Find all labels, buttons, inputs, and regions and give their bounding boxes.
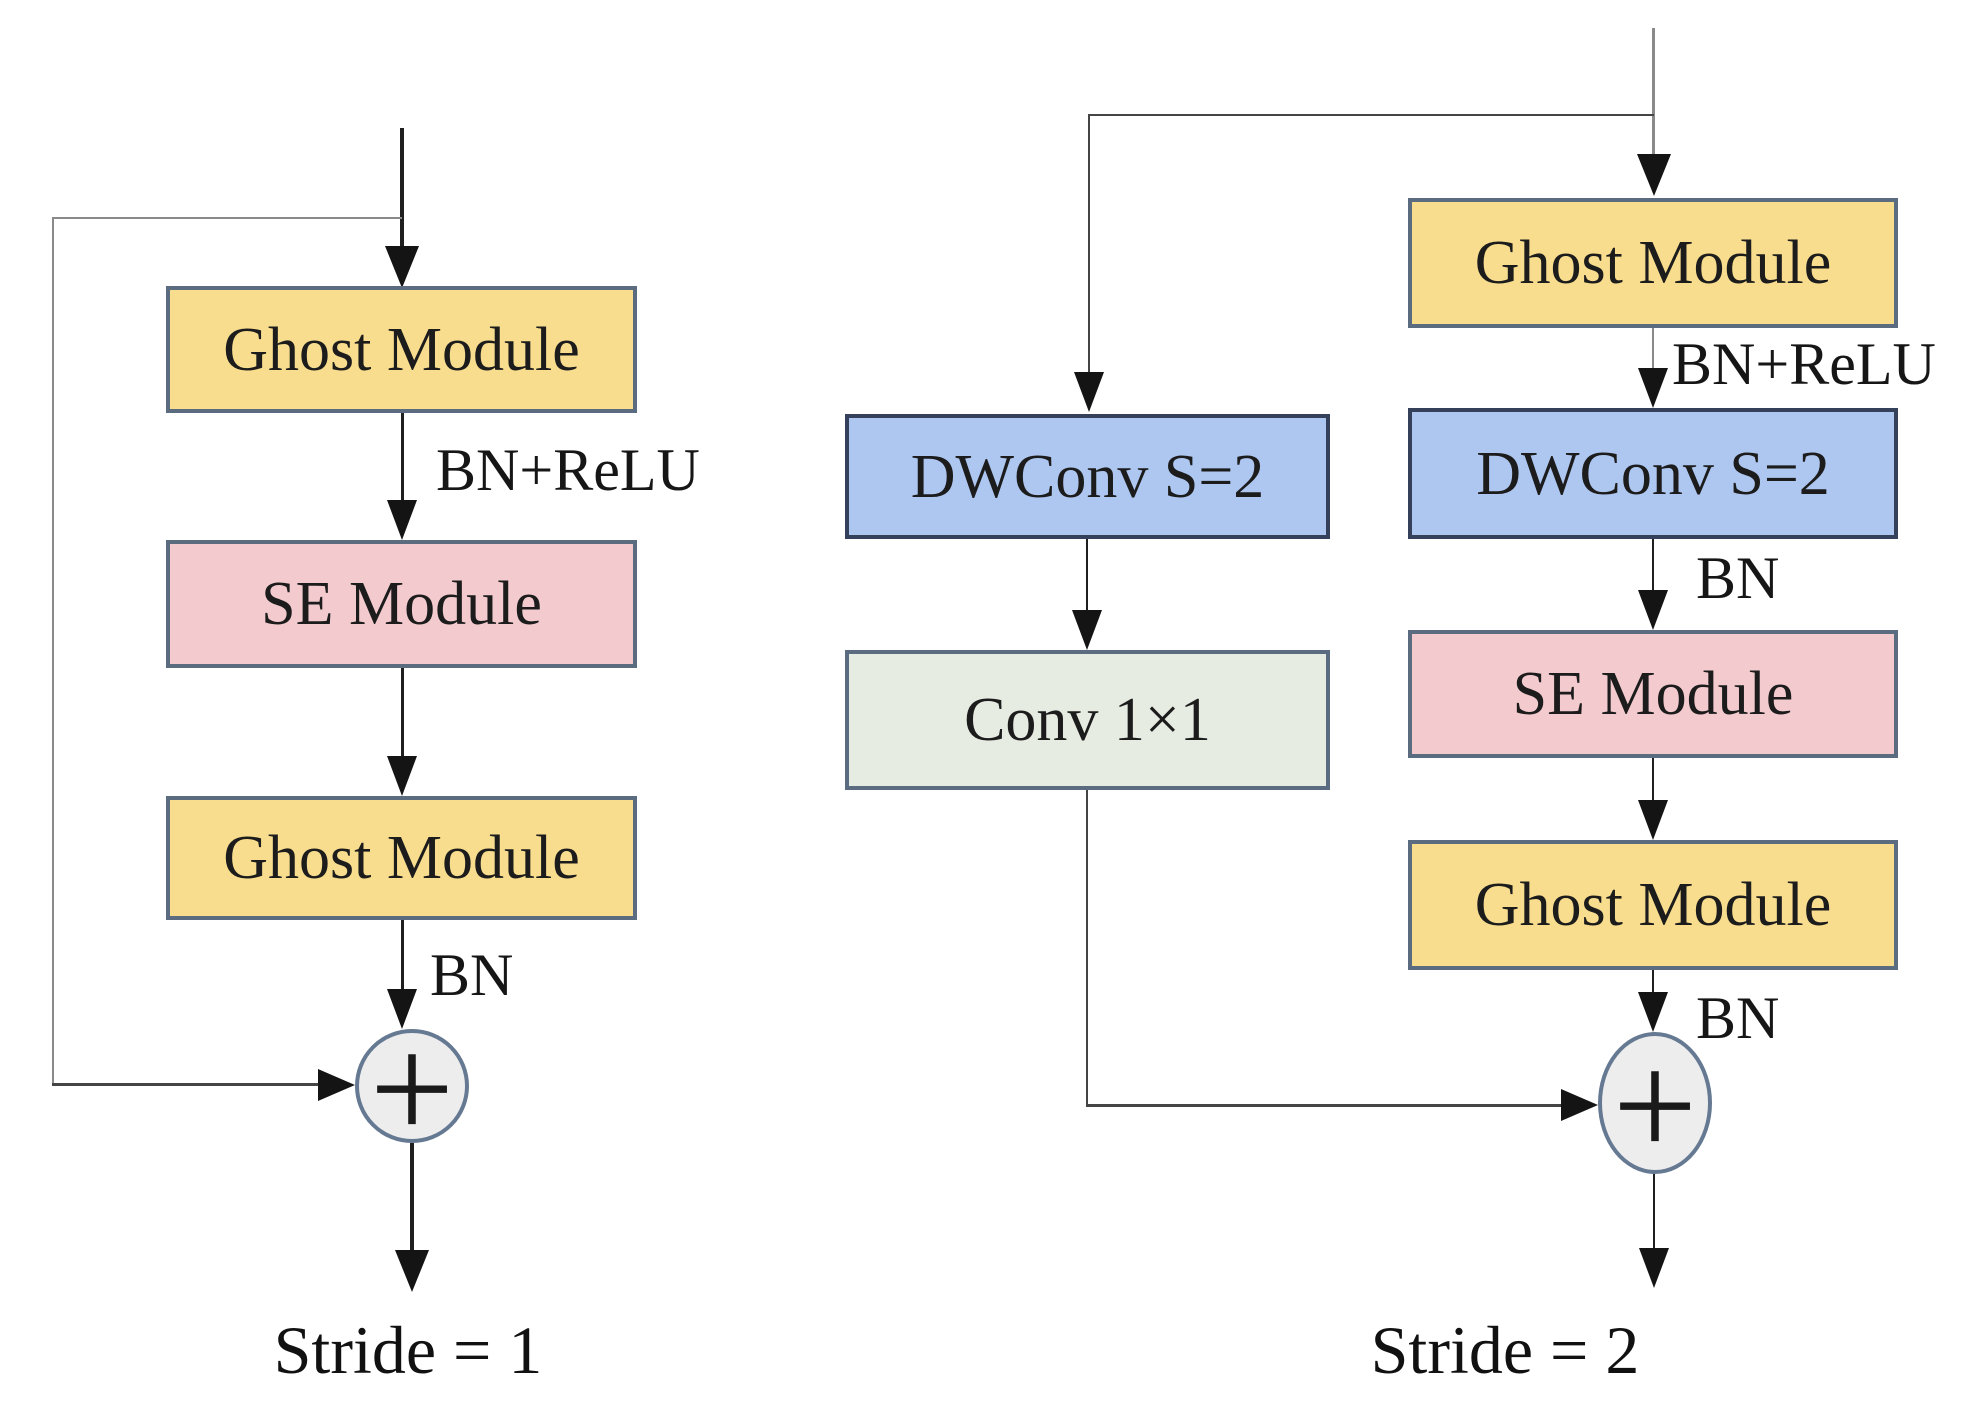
se-module-label: SE Module (1512, 660, 1794, 728)
ghost-module-box: Ghost Module (166, 286, 637, 413)
arrow-down-icon (1639, 1248, 1669, 1288)
arrow-down-icon (1074, 372, 1104, 412)
dwconv-label: DWConv S=2 (910, 442, 1265, 511)
se-module-label: SE Module (261, 570, 542, 638)
arrow-down-icon (387, 989, 417, 1029)
branch-line-down (1086, 790, 1088, 1106)
se-module-box: SE Module (166, 540, 637, 668)
connector-line (401, 668, 404, 756)
bn-relu-label: BN+ReLU (436, 437, 700, 503)
connector-line (1652, 970, 1654, 994)
stride1-caption: Stride = 1 (273, 1312, 543, 1388)
skip-connection-vertical (52, 217, 54, 1085)
arrow-down-icon (387, 500, 417, 540)
skip-connection-top (52, 217, 402, 219)
arrow-down-icon (1638, 368, 1668, 408)
ghost-module-label: Ghost Module (223, 824, 580, 892)
dwconv-label: DWConv S=2 (1476, 439, 1830, 508)
arrow-down-icon (1638, 590, 1668, 630)
ghost-module-box: Ghost Module (166, 796, 637, 920)
arrow-right-icon (318, 1069, 355, 1101)
ghost-module-box: Ghost Module (1408, 840, 1898, 970)
plus-icon: + (1612, 1023, 1698, 1189)
output-line (410, 1143, 414, 1252)
ghost-module-label: Ghost Module (223, 315, 580, 384)
output-line (1653, 1174, 1655, 1250)
input-line (1652, 28, 1655, 158)
add-node: + (355, 1014, 469, 1164)
stride2-caption: Stride = 2 (1370, 1312, 1640, 1388)
ghost-module-box: Ghost Module (1408, 198, 1898, 328)
bn-relu-label: BN+ReLU (1672, 331, 1936, 397)
branch-line-vertical (1088, 114, 1090, 374)
connector-line (1652, 539, 1654, 591)
ghost-module-label: Ghost Module (1474, 871, 1832, 939)
arrow-down-icon (1637, 154, 1671, 196)
branch-line-bottom (1086, 1104, 1562, 1107)
arrow-down-icon (1638, 992, 1668, 1032)
se-module-box: SE Module (1408, 630, 1898, 758)
input-line (400, 128, 404, 250)
branch-line-top (1088, 114, 1654, 116)
add-node: + (1598, 1031, 1712, 1181)
conv-1x1-box: Conv 1×1 (845, 650, 1330, 790)
bn-label: BN (430, 942, 514, 1008)
conv-1x1-label: Conv 1×1 (964, 686, 1211, 754)
dwconv-branch-box: DWConv S=2 (845, 414, 1330, 539)
ghost-module-label: Ghost Module (1474, 229, 1832, 297)
bn-label: BN (1696, 985, 1780, 1051)
arrow-down-icon (395, 1250, 429, 1292)
dwconv-box: DWConv S=2 (1408, 408, 1898, 539)
connector-line (1652, 758, 1654, 802)
skip-connection-bottom (52, 1083, 320, 1086)
plus-icon: + (369, 1006, 455, 1172)
arrow-down-icon (385, 246, 419, 288)
connector-line (401, 413, 404, 502)
connector-line (1652, 328, 1654, 370)
connector-line (401, 920, 404, 990)
bn-label: BN (1696, 545, 1780, 611)
arrow-down-icon (387, 756, 417, 796)
arrow-down-icon (1072, 610, 1102, 650)
arrow-down-icon (1638, 800, 1668, 840)
connector-line (1086, 539, 1088, 610)
arrow-right-icon (1561, 1089, 1598, 1121)
